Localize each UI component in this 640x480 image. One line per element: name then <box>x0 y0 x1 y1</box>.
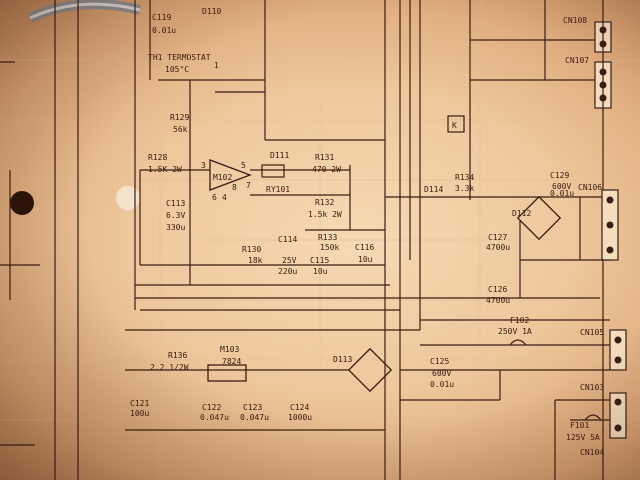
c121-ref: C121 <box>130 399 149 408</box>
c125-value: 0.01u <box>430 380 454 389</box>
c113-value: 330u <box>166 223 185 232</box>
m103-value: 7824 <box>222 357 241 366</box>
d110-ref: D110 <box>202 7 221 16</box>
c113-voltage: 6.3V <box>166 211 185 220</box>
thermostat-temp: 105°C <box>165 65 189 74</box>
c119-value: 0.01u <box>152 26 176 35</box>
c123-value: 0.047u <box>240 413 269 422</box>
pin-7: 7 <box>246 181 251 190</box>
c123-ref: C123 <box>243 403 262 412</box>
f102-value: 250V 1A <box>498 327 532 336</box>
c125-ref: C125 <box>430 357 449 366</box>
c126-value: 4700u <box>486 296 510 305</box>
r132-ref: R132 <box>315 198 334 207</box>
binder-ring <box>27 0 142 23</box>
k-marker: K <box>452 121 457 130</box>
cn103-connector <box>609 392 627 439</box>
c122-ref: C122 <box>202 403 221 412</box>
c124-ref: C124 <box>290 403 309 412</box>
pin-4: 4 <box>222 193 227 202</box>
r133-ref: R133 <box>318 233 337 242</box>
cn105-connector <box>609 329 627 371</box>
r136-ref: R136 <box>168 351 187 360</box>
punch-hole <box>116 186 140 210</box>
c129-value: 0.01u <box>550 189 574 198</box>
cn106-connector <box>601 189 619 261</box>
r131-value: 470 2W <box>312 165 341 174</box>
r134-ref: R134 <box>455 173 474 182</box>
d114-ref: D114 <box>424 185 443 194</box>
c114-value: 220u <box>278 267 297 276</box>
component-labels: C119 0.01u D110 TH1 TERMOSTAT 105°C R129… <box>130 7 604 457</box>
c127-ref: C127 <box>488 233 507 242</box>
c116-value: 10u <box>358 255 373 264</box>
c121-value: 100u <box>130 409 149 418</box>
f102-fuse <box>509 339 527 346</box>
m102-ref: M102 <box>213 173 232 182</box>
d113-bridge <box>347 347 393 393</box>
r129-value: 56k <box>173 125 188 134</box>
thermostat-label: TH1 TERMOSTAT <box>148 53 211 62</box>
m103-regulator <box>207 364 247 382</box>
f101-value: 125V 5A <box>566 433 600 442</box>
c113-ref: C113 <box>166 199 185 208</box>
m102-opamp <box>209 159 252 191</box>
c124-value: 1000u <box>288 413 312 422</box>
r133-value: 150k <box>320 243 339 252</box>
k-marker-box <box>447 115 465 133</box>
pin-5: 5 <box>241 161 246 170</box>
c122-value: 0.047u <box>200 413 229 422</box>
c129-voltage: 600V <box>552 182 571 191</box>
c129-ref: C129 <box>550 171 569 180</box>
f101-fuse <box>584 414 602 421</box>
cn108-label: CN108 <box>563 16 587 25</box>
pin-1: 1 <box>214 61 219 70</box>
c114-voltage: 25V <box>282 256 297 265</box>
r131-ref: R131 <box>315 153 334 162</box>
main-wiring <box>125 0 610 480</box>
punch-hole-left <box>10 191 34 215</box>
f101-ref: F101 <box>570 421 589 430</box>
r129-ref: R129 <box>170 113 189 122</box>
d112-bridge <box>516 195 562 241</box>
c115-ref: C115 <box>310 256 329 265</box>
cn104-label: CN104 <box>580 448 604 457</box>
d111-ref: D111 <box>270 151 289 160</box>
d112-ref: D112 <box>512 209 531 218</box>
c127-value: 4700u <box>486 243 510 252</box>
c114-ref: C114 <box>278 235 297 244</box>
r130-ref: R130 <box>242 245 261 254</box>
c119-ref: C119 <box>152 13 171 22</box>
c126-ref: C126 <box>488 285 507 294</box>
r136-value: 2.2 1/2W <box>150 363 189 372</box>
left-page-fragment <box>0 0 79 480</box>
r130-value: 18k <box>248 256 263 265</box>
pin-8: 8 <box>232 183 237 192</box>
cn106-label: CN106 <box>578 183 602 192</box>
ry101-relay <box>261 164 285 178</box>
r128-value: 1.5K 2W <box>148 165 182 174</box>
ry101-ref: RY101 <box>266 185 290 194</box>
r128-ref: R128 <box>148 153 167 162</box>
r134-value: 3.3k <box>455 184 474 193</box>
c125-voltage: 600V <box>432 369 451 378</box>
r132-value: 1.5k 2W <box>308 210 342 219</box>
pin-6: 6 <box>212 193 217 202</box>
cn107-label: CN107 <box>565 56 589 65</box>
m103-ref: M103 <box>220 345 239 354</box>
cn105-label: CN105 <box>580 328 604 337</box>
c115-value: 10u <box>313 267 328 276</box>
pin-3: 3 <box>201 161 206 170</box>
cn103-label: CN103 <box>580 383 604 392</box>
c116-ref: C116 <box>355 243 374 252</box>
d113-ref: D113 <box>333 355 352 364</box>
f102-ref: F102 <box>510 316 529 325</box>
